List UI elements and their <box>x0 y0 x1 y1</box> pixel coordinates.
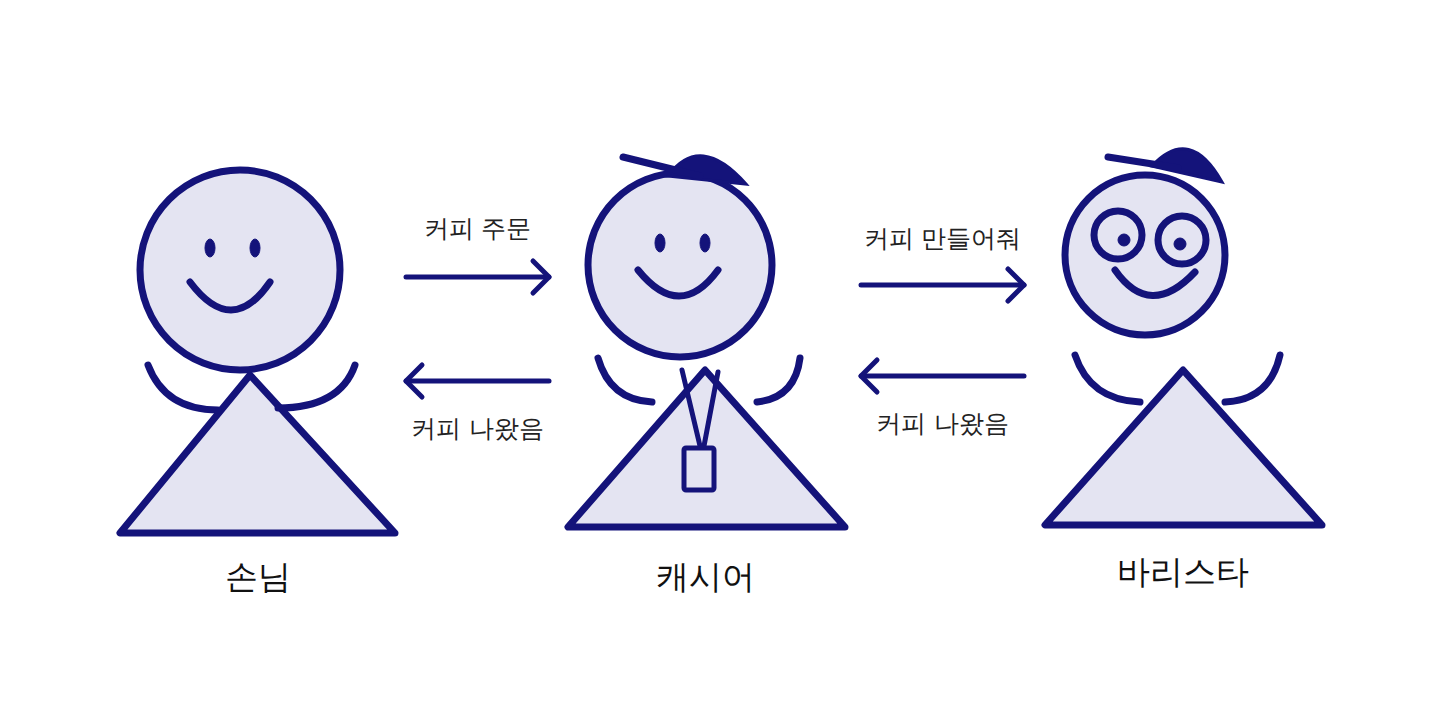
flow-arrow <box>406 365 549 397</box>
person-figure: 손님 <box>115 160 400 600</box>
role-name: 손님 <box>115 555 400 600</box>
arrow-label: 커피 나왔음 <box>873 407 1012 440</box>
flow-arrow <box>406 261 549 293</box>
person-figure: 바리스타 <box>1030 140 1335 595</box>
role-name: 바리스타 <box>1030 550 1335 595</box>
flow-arrow <box>861 360 1024 392</box>
arrow-label: 커피 나왔음 <box>408 412 547 445</box>
flow-arrow <box>861 269 1024 301</box>
arrow-label: 커피 만들어줘 <box>861 222 1025 255</box>
role-name: 캐시어 <box>555 555 855 600</box>
arrow-label: 커피 주문 <box>421 212 535 245</box>
person-figure: 캐시어 <box>555 140 855 600</box>
